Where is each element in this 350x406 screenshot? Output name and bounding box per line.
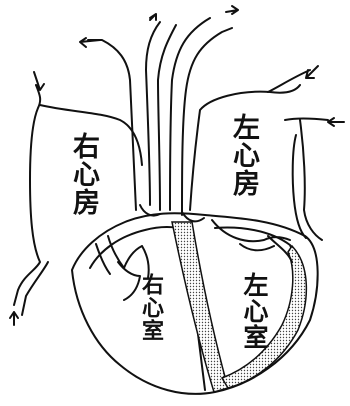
arrow-aorta-up-right [226,6,238,14]
label-left-ventricle: 左心室 [236,272,272,350]
arrow-ivc-out [10,312,18,325]
superior-vena-cava [14,85,40,305]
pulmonary-vein-upper [268,70,310,92]
interventricular-septum [172,222,228,392]
arrow-aorta-up-left [150,14,156,20]
left-atrium-outer [300,120,322,240]
aorta-inner [158,25,176,210]
inferior-vena-cava [22,262,48,315]
arrow-pv-upper [306,66,318,78]
pulmonary-vein-lower [285,119,328,121]
label-left-atrium: 左心房 [224,113,263,197]
tricuspid-valve [96,236,149,278]
label-right-ventricle: 右心室 [135,273,167,342]
label-right-atrium: 右心房 [64,132,103,216]
arrow-pv-lower [328,118,344,126]
arrow-svc-in [34,72,44,90]
